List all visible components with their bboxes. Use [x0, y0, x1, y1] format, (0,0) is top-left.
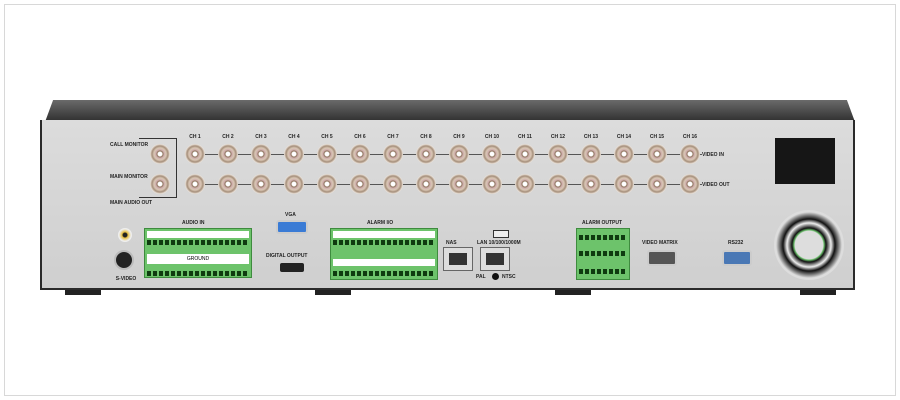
- channel-label: CH 9: [453, 134, 465, 140]
- cooling-fan: [774, 210, 844, 280]
- call-monitor-label: CALL MONITOR: [110, 142, 149, 148]
- channel-label: CH 14: [616, 134, 632, 140]
- hdmi-port[interactable]: [280, 263, 304, 272]
- video-out-bnc[interactable]: [317, 174, 337, 194]
- monitor-bracket: [139, 138, 177, 198]
- video-out-bnc[interactable]: [515, 174, 535, 194]
- video-in-bnc[interactable]: [251, 144, 271, 164]
- video-in-bnc[interactable]: [449, 144, 469, 164]
- video-in-bnc[interactable]: [416, 144, 436, 164]
- channel-label: CH 12: [550, 134, 566, 140]
- audio-in-terminal[interactable]: GROUND: [144, 228, 252, 278]
- dvr-top-cover: [45, 100, 855, 122]
- video-out-bnc[interactable]: [218, 174, 238, 194]
- foot: [315, 290, 351, 295]
- alarm-output-terminal[interactable]: [576, 228, 630, 280]
- main-monitor-bnc[interactable]: [150, 174, 170, 194]
- channel-label: CH 10: [484, 134, 500, 140]
- video-in-bnc[interactable]: [383, 144, 403, 164]
- video-out-bnc[interactable]: [284, 174, 304, 194]
- usb-port[interactable]: [493, 230, 509, 238]
- video-in-bnc[interactable]: [218, 144, 238, 164]
- video-out-bnc[interactable]: [416, 174, 436, 194]
- channel-label: CH 7: [387, 134, 399, 140]
- video-out-label: VIDEO OUT: [702, 182, 730, 188]
- video-out-bnc[interactable]: [185, 174, 205, 194]
- channel-label: CH 5: [321, 134, 333, 140]
- lan-port[interactable]: [480, 247, 510, 271]
- channel-label: CH 4: [288, 134, 300, 140]
- video-out-bnc[interactable]: [383, 174, 403, 194]
- s-video-port[interactable]: [114, 250, 134, 270]
- video-out-line: [192, 184, 702, 185]
- main-audio-out-label: MAIN AUDIO OUT: [110, 200, 153, 206]
- video-out-bnc[interactable]: [581, 174, 601, 194]
- channel-label: CH 2: [222, 134, 234, 140]
- alarm-io-terminal[interactable]: [330, 228, 438, 280]
- video-in-bnc[interactable]: [680, 144, 700, 164]
- video-in-bnc[interactable]: [350, 144, 370, 164]
- vga-port[interactable]: [276, 220, 308, 234]
- vga-label: VGA: [285, 212, 296, 218]
- ntsc-label: NTSC: [502, 274, 516, 280]
- channel-label: CH 16: [682, 134, 698, 140]
- audio-out-rca[interactable]: [118, 228, 132, 242]
- video-in-line: [192, 154, 702, 155]
- video-out-bnc[interactable]: [350, 174, 370, 194]
- channel-label: CH 1: [189, 134, 201, 140]
- video-in-bnc[interactable]: [317, 144, 337, 164]
- video-out-bnc[interactable]: [449, 174, 469, 194]
- image-frame: [4, 4, 896, 396]
- s-video-label: S-VIDEO: [115, 276, 137, 282]
- alarm-io-label: ALARM I/O: [367, 220, 394, 226]
- video-out-bnc[interactable]: [647, 174, 667, 194]
- call-monitor-bnc[interactable]: [150, 144, 170, 164]
- video-in-bnc[interactable]: [284, 144, 304, 164]
- channel-label: CH 15: [649, 134, 665, 140]
- pal-ntsc-switch[interactable]: [492, 273, 499, 280]
- power-socket[interactable]: [775, 138, 835, 184]
- video-in-bnc[interactable]: [581, 144, 601, 164]
- channel-label: CH 3: [255, 134, 267, 140]
- rs232-port[interactable]: [722, 250, 752, 266]
- video-out-bnc[interactable]: [482, 174, 502, 194]
- nas-port[interactable]: [443, 247, 473, 271]
- channel-label: CH 13: [583, 134, 599, 140]
- foot: [65, 290, 101, 295]
- nas-label: NAS: [446, 240, 457, 246]
- video-in-bnc[interactable]: [482, 144, 502, 164]
- video-in-bnc[interactable]: [647, 144, 667, 164]
- channel-label: CH 8: [420, 134, 432, 140]
- rs232-label: RS232: [728, 240, 744, 246]
- video-out-bnc[interactable]: [614, 174, 634, 194]
- channel-label: CH 11: [518, 134, 532, 140]
- channel-label: CH 6: [354, 134, 366, 140]
- video-matrix-port[interactable]: [647, 250, 677, 266]
- pal-label: PAL: [476, 274, 486, 280]
- video-out-bnc[interactable]: [680, 174, 700, 194]
- ground-label: GROUND: [147, 254, 249, 264]
- video-out-bnc[interactable]: [251, 174, 271, 194]
- video-in-bnc[interactable]: [515, 144, 535, 164]
- lan-label: LAN 10/100/1000M: [477, 240, 521, 246]
- video-in-bnc[interactable]: [185, 144, 205, 164]
- main-monitor-label: MAIN MONITOR: [110, 174, 148, 180]
- video-in-bnc[interactable]: [614, 144, 634, 164]
- digital-output-label: DIGITAL OUTPUT: [266, 253, 308, 259]
- audio-in-label: AUDIO IN: [182, 220, 205, 226]
- video-out-bnc[interactable]: [548, 174, 568, 194]
- dvr-rear-panel: CALL MONITOR MAIN MONITOR VIDEO IN VIDEO…: [40, 120, 855, 290]
- video-in-bnc[interactable]: [548, 144, 568, 164]
- video-matrix-label: VIDEO MATRIX: [642, 240, 678, 246]
- video-in-label: VIDEO IN: [702, 152, 724, 158]
- alarm-output-label: ALARM OUTPUT: [582, 220, 622, 226]
- foot: [800, 290, 836, 295]
- foot: [555, 290, 591, 295]
